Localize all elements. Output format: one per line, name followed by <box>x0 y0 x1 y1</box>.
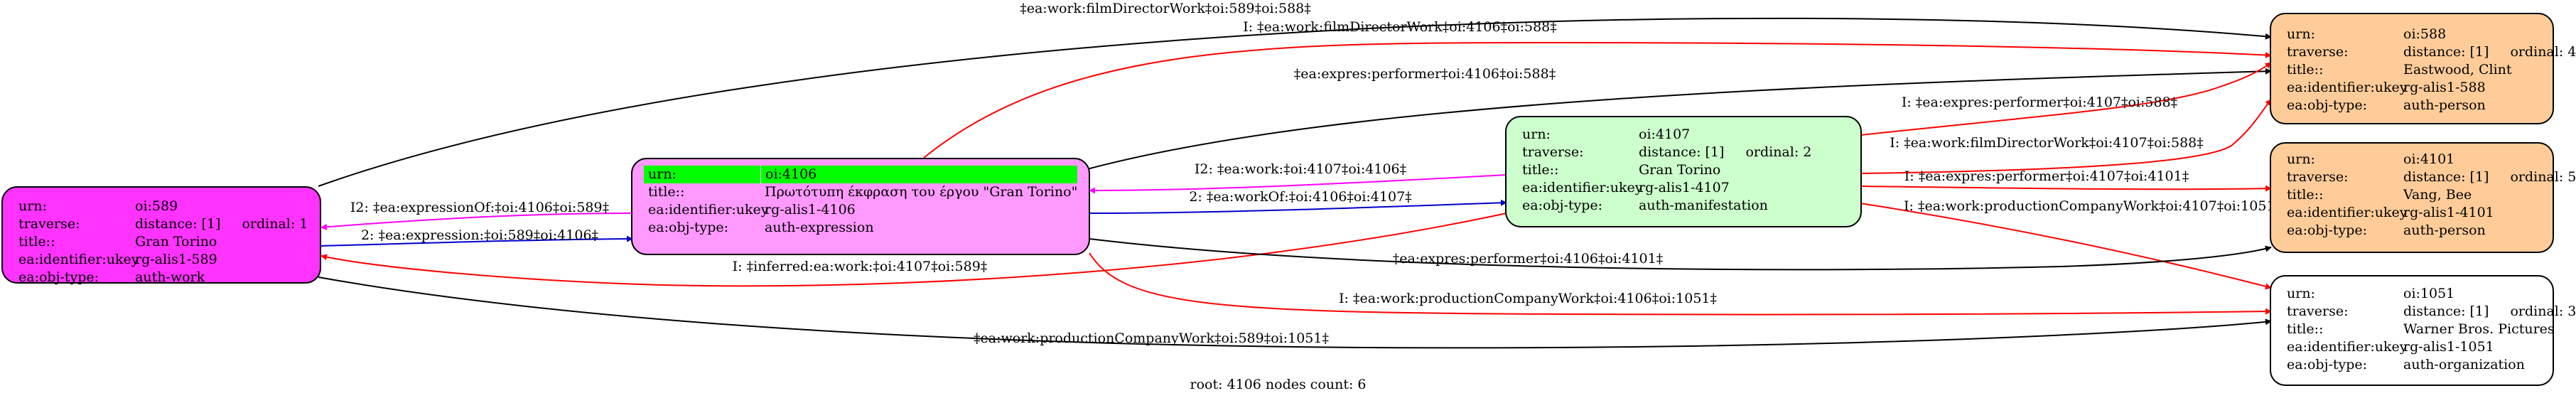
edge-line-e15 <box>318 276 2272 349</box>
edge-line-e2 <box>923 41 2272 158</box>
node-row-urn: urn:oi:589 <box>18 198 178 214</box>
edge-label-e5: I: ‡ea:work:filmDirectorWork‡oi:4107‡oi:… <box>1890 135 2204 151</box>
node-row-obj-type: ea:obj-type:auth-person <box>2287 97 2486 113</box>
edge-label-e14: I: ‡ea:work:productionCompanyWork‡oi:410… <box>1339 291 1717 306</box>
edge-label-e7: I: ‡ea:expres:performer‡oi:4107‡oi:4101‡ <box>1904 168 2189 184</box>
node-row-urn: urn:oi:4101 <box>2287 151 2455 167</box>
node-row-urn: urn:oi:1051 <box>2287 286 2455 301</box>
edge-line-e9 <box>320 213 633 230</box>
edge-label-e15: ‡ea:work:productionCompanyWork‡oi:589‡oi… <box>974 331 1329 346</box>
node-oi4101[interactable]: urn:oi:4101 traverse:distance: [1]ordina… <box>2270 142 2576 253</box>
node-row-title: title::Warner Bros. Pictures <box>2287 321 2555 337</box>
node-row-title: title::Eastwood, Clint <box>2287 62 2512 77</box>
edge-label-e9: I2: ‡ea:expressionOf:‡oi:4106‡oi:589‡ <box>350 200 609 215</box>
edge-line-e12 <box>320 213 1507 287</box>
edge-label-e12: I: ‡inferred:ea:work:‡oi:4107‡oi:589‡ <box>733 259 988 274</box>
edge-label-e2: I: ‡ea:work:filmDirectorWork‡oi:4106‡oi:… <box>1243 19 1557 35</box>
edge-label-e6: I2: ‡ea:work:‡oi:4107‡oi:4106‡ <box>1195 161 1406 177</box>
node-row-traverse: traverse:distance: [1]ordinal: 3 <box>2287 303 2576 319</box>
graph-footer: root: 4106 nodes count: 6 <box>1190 377 1367 392</box>
edge-label-e10: I: ‡ea:work:productionCompanyWork‡oi:410… <box>1904 198 2282 214</box>
edge-label-e4: I: ‡ea:expres:performer‡oi:4107‡oi:588‡ <box>1902 95 2177 110</box>
edge-line-e13 <box>1089 238 2272 271</box>
edge-line-e6 <box>1089 174 1507 194</box>
node-row-traverse: traverse:distance: [1]ordinal: 1 <box>18 216 308 232</box>
edge-line-e4 <box>1860 62 2272 136</box>
node-row-urn: urn:oi:4107 <box>1522 127 1691 142</box>
node-row-urn: urn:oi:588 <box>2287 26 2447 42</box>
edge-label-e8: 2: ‡ea:workOf:‡oi:4106‡oi:4107‡ <box>1189 189 1411 205</box>
node-oi4107[interactable]: urn:oi:4107 traverse:distance: [1]ordina… <box>1505 116 1862 227</box>
edge-line-e8 <box>1089 199 1507 214</box>
node-oi588[interactable]: urn:oi:588 traverse:distance: [1]ordinal… <box>2270 13 2576 124</box>
node-row-traverse: traverse:distance: [1]ordinal: 2 <box>1522 144 1812 160</box>
node-row-obj-type: ea:obj-type:auth-work <box>18 269 205 285</box>
edge-label-e1: ‡ea:work:filmDirectorWork‡oi:589‡oi:588‡ <box>1020 1 1311 16</box>
edge-line-e10 <box>1860 203 2272 290</box>
node-row-obj-type: ea:obj-type:auth-organization <box>2287 357 2525 372</box>
node-row-title: title::Vang, Bee <box>2287 187 2472 203</box>
node-row-obj-type: ea:obj-type:auth-person <box>2287 222 2486 238</box>
node-oi4106[interactable]: urn:oi:4106 title::Πρωτότυπη έκφραση του… <box>631 158 1090 255</box>
edge-label-e3: ‡ea:expres:performer‡oi:4106‡oi:588‡ <box>1294 66 1556 82</box>
edge-label-e13: ‡ea:expres:performer‡oi:4106‡oi:4101‡ <box>1393 251 1664 267</box>
node-row-traverse: traverse:distance: [1]ordinal: 4 <box>2287 44 2576 60</box>
node-row-title: title::Gran Torino <box>1522 162 1721 178</box>
node-oi1051[interactable]: urn:oi:1051 traverse:distance: [1]ordina… <box>2270 275 2576 386</box>
node-row-traverse: traverse:distance: [1]ordinal: 5 <box>2287 169 2576 185</box>
edge-line-e14 <box>1089 252 2272 316</box>
edge-line-e3 <box>1087 68 2272 170</box>
node-row-title: title::Gran Torino <box>18 234 217 249</box>
node-row-urn: urn:oi:4106 <box>644 166 1077 183</box>
node-row-title: title::Πρωτότυπη έκφραση του έργου "Gran… <box>648 184 1078 200</box>
edge-line-e7 <box>1860 185 2272 192</box>
node-row-obj-type: ea:obj-type:auth-expression <box>648 220 874 235</box>
edge-line-e1 <box>318 17 2272 187</box>
node-row-obj-type: ea:obj-type:auth-manifestation <box>1522 198 1768 213</box>
node-oi589[interactable]: urn:oi:589 traverse:distance: [1]ordinal… <box>1 186 321 285</box>
edge-label-e11: 2: ‡ea:expression:‡oi:589‡oi:4106‡ <box>361 227 598 243</box>
edge-line-e11 <box>320 235 633 247</box>
edge-line-e5 <box>1860 99 2272 174</box>
